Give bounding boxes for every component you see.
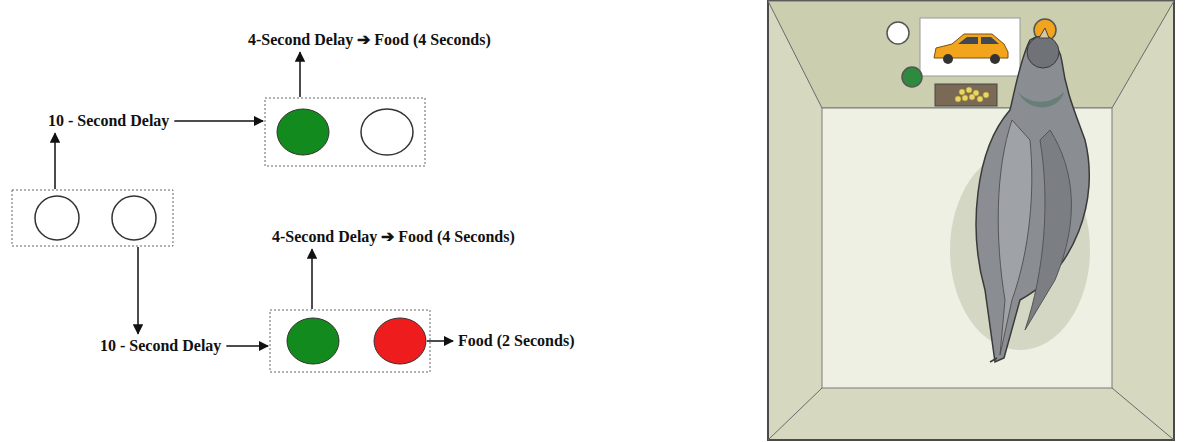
key-circle — [112, 196, 156, 240]
flow-arrow — [54, 133, 56, 189]
dotted-box — [12, 190, 173, 246]
flow-arrow — [137, 247, 139, 334]
green-key — [277, 109, 329, 155]
green-key — [902, 67, 922, 87]
chamber — [768, 1, 1174, 440]
delay-food-label: 4-Second Delay ➔ Food (4 Seconds) — [248, 31, 491, 49]
flow-arrow — [174, 120, 263, 122]
white-key — [361, 109, 413, 155]
flow-arrow — [299, 52, 301, 97]
flow-arrow — [427, 340, 453, 342]
flow-arrow — [226, 345, 268, 347]
green-key — [287, 318, 339, 364]
food-hopper — [935, 84, 997, 106]
flow-arrows — [55, 52, 453, 346]
screen — [920, 18, 1020, 76]
pigeon — [950, 28, 1090, 362]
flow-arrow — [311, 249, 313, 309]
food-pellets — [955, 87, 989, 102]
delay-label: 10 - Second Delay — [100, 337, 221, 355]
white-key — [887, 22, 909, 44]
dotted-box — [265, 98, 425, 166]
key-circle — [35, 196, 79, 240]
delay-label: 10 - Second Delay — [48, 112, 169, 130]
red-key — [374, 318, 426, 364]
food-label: Food (2 Seconds) — [458, 332, 574, 350]
front-panel — [768, 1, 1174, 108]
delay-food-label: 4-Second Delay ➔ Food (4 Seconds) — [272, 228, 515, 246]
car-picture — [934, 34, 1008, 64]
dotted-box — [270, 310, 430, 372]
